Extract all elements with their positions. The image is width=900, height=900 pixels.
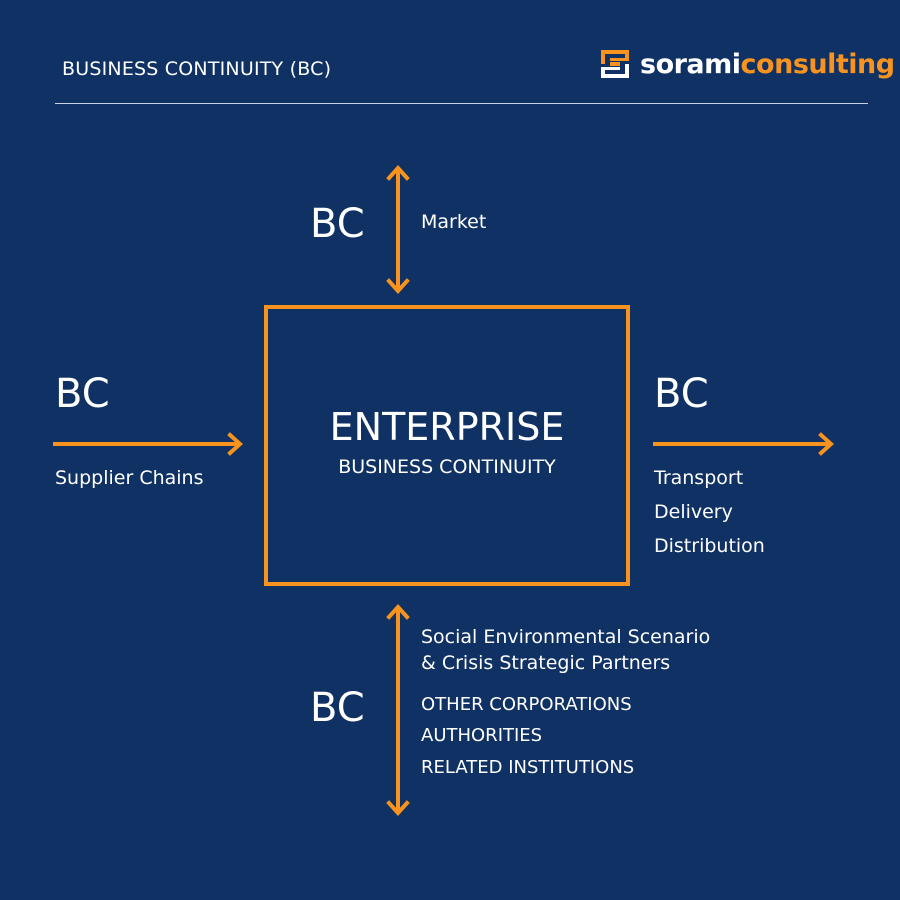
page-title: BUSINESS CONTINUITY (BC) <box>62 58 332 80</box>
partners-heading-line2: & Crisis Strategic Partners <box>421 652 671 674</box>
enterprise-box <box>264 305 630 586</box>
market-label: Market <box>421 211 487 233</box>
right-item: Distribution <box>654 535 765 557</box>
supplier-chains-label: Supplier Chains <box>55 467 204 489</box>
enterprise-subtitle: BUSINESS CONTINUITY <box>338 456 556 478</box>
bc-label-left: BC <box>55 371 110 417</box>
partner-item: RELATED INSTITUTIONS <box>421 757 635 778</box>
right-item: Transport <box>654 467 744 489</box>
enterprise-title: ENTERPRISE <box>329 405 565 449</box>
logo-word-consulting: consulting <box>740 48 896 80</box>
sorami-logo-icon <box>601 50 629 78</box>
logo-word-sorami: sorami <box>640 48 741 80</box>
bc-label-bottom: BC <box>310 685 365 731</box>
header-divider <box>55 103 868 104</box>
partners-heading-line1: Social Environmental Scenario <box>421 626 711 648</box>
bc-label-right: BC <box>654 371 709 417</box>
bc-label-top: BC <box>310 201 365 247</box>
partner-item: AUTHORITIES <box>421 725 543 746</box>
partner-item: OTHER CORPORATIONS <box>421 694 632 715</box>
right-item: Delivery <box>654 501 733 523</box>
